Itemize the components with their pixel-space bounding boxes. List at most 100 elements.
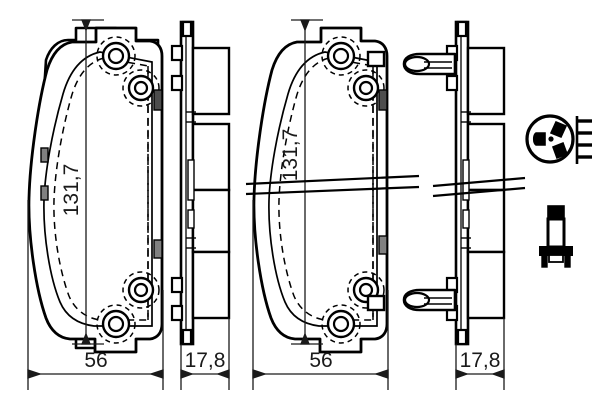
pad1-friction-outline [43, 51, 153, 327]
pad2-thick-arrow-left [455, 369, 469, 379]
pad1-height-label: 131,7 [60, 164, 83, 217]
pad1-height-arrow-bottom [81, 332, 91, 345]
pad2-width-arrow-left [252, 369, 268, 379]
wear-sensor-connector [525, 114, 592, 164]
connector-slot-left [532, 132, 546, 146]
pad1-side-seg-2 [191, 122, 231, 192]
break-line-pad2-upper [245, 174, 420, 186]
pad2-side-seg-3 [466, 188, 506, 254]
pad2-upper-lug-hole [332, 47, 350, 65]
pad2-lower-mid-dashed [347, 271, 385, 309]
pad2-lower-lug-dashed [321, 304, 361, 344]
pad1-side-cap-bottom [181, 328, 193, 346]
pad2-height-label: 131,7 [279, 129, 302, 182]
pad2-width-dimension [252, 200, 389, 390]
pad2-thickness-label: 17,8 [460, 349, 501, 372]
pad1-thickness-label: 17,8 [185, 349, 226, 372]
pad1-lower-mid-lug [122, 271, 160, 309]
pad1-side-detail-ticks [186, 111, 196, 249]
pad2-side-seg-1 [466, 46, 506, 116]
pad1-width-arrow-right [148, 369, 164, 379]
clip-bottom-eye [403, 291, 431, 309]
pad2-lower-lug-hole [332, 315, 350, 333]
pad1-lower-mid-hole [133, 282, 149, 298]
pad1-thick-arrow-right [216, 369, 230, 379]
pad2-side-detail-ticks [461, 111, 471, 249]
pad2-upper-mid-hole [358, 80, 374, 96]
pad1-notch-top [153, 89, 163, 111]
pad2-clip-tabs [366, 50, 386, 312]
pad2-notch-top [378, 89, 388, 111]
pad1-side-lug-4 [170, 304, 184, 322]
break-line-side-upper [432, 176, 526, 188]
break-line-side-lower [432, 186, 526, 198]
clip-top-eye [403, 55, 431, 73]
bolt-leg-left [541, 254, 548, 268]
pad1-width-label: 56 [84, 349, 107, 372]
pad1-upper-mid-hole [133, 80, 149, 96]
pad2-side-mid-slot [462, 159, 470, 201]
bolt-shank [546, 217, 566, 249]
pad2-lower-lug [321, 304, 361, 344]
bolt-head-knurl [547, 205, 565, 220]
pad2-clip-tab-bottom [366, 294, 386, 312]
pad2-side-friction-stack [466, 46, 506, 320]
connector-slot-top [549, 120, 568, 139]
pad2-upper-lug-dashed [321, 36, 361, 76]
bolt-flange [539, 246, 573, 256]
pad1-height-arrow-top [81, 19, 91, 32]
pad1-side-lug-1 [170, 44, 184, 62]
pad1-height-dimension [72, 19, 104, 345]
guide-bolt [539, 205, 573, 268]
pad2-upper-mid-dashed [347, 69, 385, 107]
pad1-left-tab-top [40, 147, 49, 163]
pad1-side-seg-1 [191, 46, 231, 116]
pad1-upper-lug [96, 36, 136, 76]
pad1-upper-lug-hole [107, 47, 125, 65]
pad1-side-lug-3 [170, 276, 184, 294]
pad1-lower-lug-dashed [96, 304, 136, 344]
pad1-notch-bottom [153, 239, 163, 259]
pad1-side-cap-top [181, 20, 193, 38]
pad1-side-friction-stack [191, 46, 231, 320]
pad1-width-arrow-left [27, 369, 43, 379]
pad2-friction-dashed [278, 57, 374, 321]
pad2-upper-mid-lug [347, 69, 385, 107]
bolt-leg-right [564, 254, 571, 268]
retaining-clip-bottom [402, 288, 457, 312]
section-break-lines [245, 174, 526, 198]
pad1-left-tab-bottom [40, 185, 49, 201]
pad1-width-dimension [27, 200, 164, 390]
pad2-side-cap-top [456, 20, 468, 38]
pad1-friction-dashed [53, 57, 149, 321]
pad1-upper-lug-dashed [96, 36, 136, 76]
pad1-side-mid-slot [187, 159, 195, 201]
pad1-thick-arrow-left [180, 369, 194, 379]
pad1-upper-mid-dashed [122, 69, 160, 107]
pad2-lower-mid-hole [358, 282, 374, 298]
pad1-lower-lug-hole [107, 315, 125, 333]
pad2-friction-inner [278, 57, 374, 321]
pad2-thickness-dimension [455, 318, 505, 390]
break-line-pad2-lower [245, 185, 420, 196]
pad1-side-lug-2 [170, 74, 184, 92]
pad1-side-lugs [170, 44, 184, 322]
pad2-side-cap-bottom [456, 328, 468, 346]
pad2-side-lug-2 [445, 74, 459, 92]
pad1-friction-contour [43, 51, 153, 327]
pad2-friction-outline [268, 51, 378, 327]
pad1-side-seg-4 [191, 250, 231, 320]
bolt-foot [548, 254, 564, 263]
connector-slot-bottom [551, 141, 569, 160]
pad2-friction-contour [268, 51, 378, 327]
connector-center-pin [548, 136, 554, 142]
pad1-side-mid-slot-2 [187, 209, 195, 229]
pad1-side-seg-3 [191, 188, 231, 254]
pad2-clip-tab-top [366, 50, 386, 68]
pad2-width-label: 56 [309, 349, 332, 372]
brake-pad-1-side-view [170, 20, 231, 346]
pad1-lower-mid-dashed [122, 271, 160, 309]
pad2-side-seg-4 [466, 250, 506, 320]
pad1-upper-mid-lug [122, 69, 160, 107]
